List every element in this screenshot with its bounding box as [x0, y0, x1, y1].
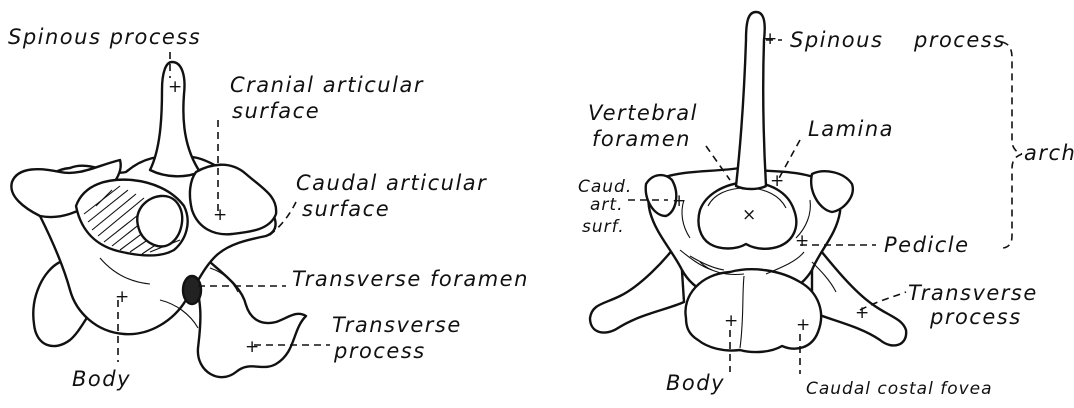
- svg-text:×: ×: [742, 205, 757, 225]
- label-caud: Caud.: [578, 177, 632, 197]
- label-transverse-process-right-2: process: [929, 305, 1022, 329]
- svg-text:+: +: [770, 171, 785, 191]
- label-transverse-foramen: Transverse foramen: [292, 267, 529, 291]
- left-foramen-rim-shape: [137, 196, 182, 246]
- label-arch: arch: [1024, 141, 1074, 165]
- right-spinous-process-shape: [736, 12, 766, 189]
- svg-text:+: +: [213, 205, 228, 225]
- label-caudal-articular-2: surface: [302, 197, 390, 221]
- label-caudal-costal-fovea: Caudal costal fovea: [806, 379, 993, 399]
- svg-text:+: +: [724, 311, 739, 331]
- label-cranial-articular-2: surface: [232, 99, 320, 123]
- label-pedicle: Pedicle: [884, 233, 970, 257]
- svg-text:+: +: [763, 29, 778, 49]
- svg-text:+: +: [672, 191, 687, 211]
- label-body-right: Body: [666, 371, 725, 395]
- label-transverse-process-left-2: process: [333, 339, 426, 363]
- left-transverse-process-shape: [190, 262, 306, 377]
- label-spinous-right: Spinous: [790, 28, 883, 52]
- label-lamina: Lamina: [808, 117, 894, 141]
- svg-text:+: +: [245, 337, 260, 357]
- label-art: art.: [590, 195, 623, 215]
- left-transverse-foramen-shape: [183, 276, 201, 304]
- label-surf: surf.: [582, 217, 625, 237]
- label-process-right: process: [913, 28, 1006, 52]
- label-cranial-articular-1: Cranial articular: [230, 73, 424, 97]
- right-transverse-process-left-shape: [590, 240, 684, 333]
- label-body-left: Body: [72, 367, 131, 391]
- svg-text:+: +: [796, 315, 811, 335]
- label-transverse-process-left-1: Transverse: [332, 313, 462, 337]
- right-vertebra-drawing: + × + + + + + +: [590, 12, 906, 352]
- label-spinous-process-left: Spinous process: [8, 25, 201, 49]
- label-vertebral-foramen-2: foramen: [592, 127, 691, 151]
- svg-text:+: +: [168, 77, 183, 97]
- label-caudal-articular-1: Caudal articular: [296, 171, 487, 195]
- svg-text:+: +: [855, 303, 870, 323]
- label-transverse-process-right-1: Transverse: [908, 281, 1038, 305]
- svg-text:+: +: [795, 231, 810, 251]
- left-cranial-articular-shape: [190, 165, 276, 235]
- label-vertebral-foramen-1: Vertebral: [588, 101, 698, 125]
